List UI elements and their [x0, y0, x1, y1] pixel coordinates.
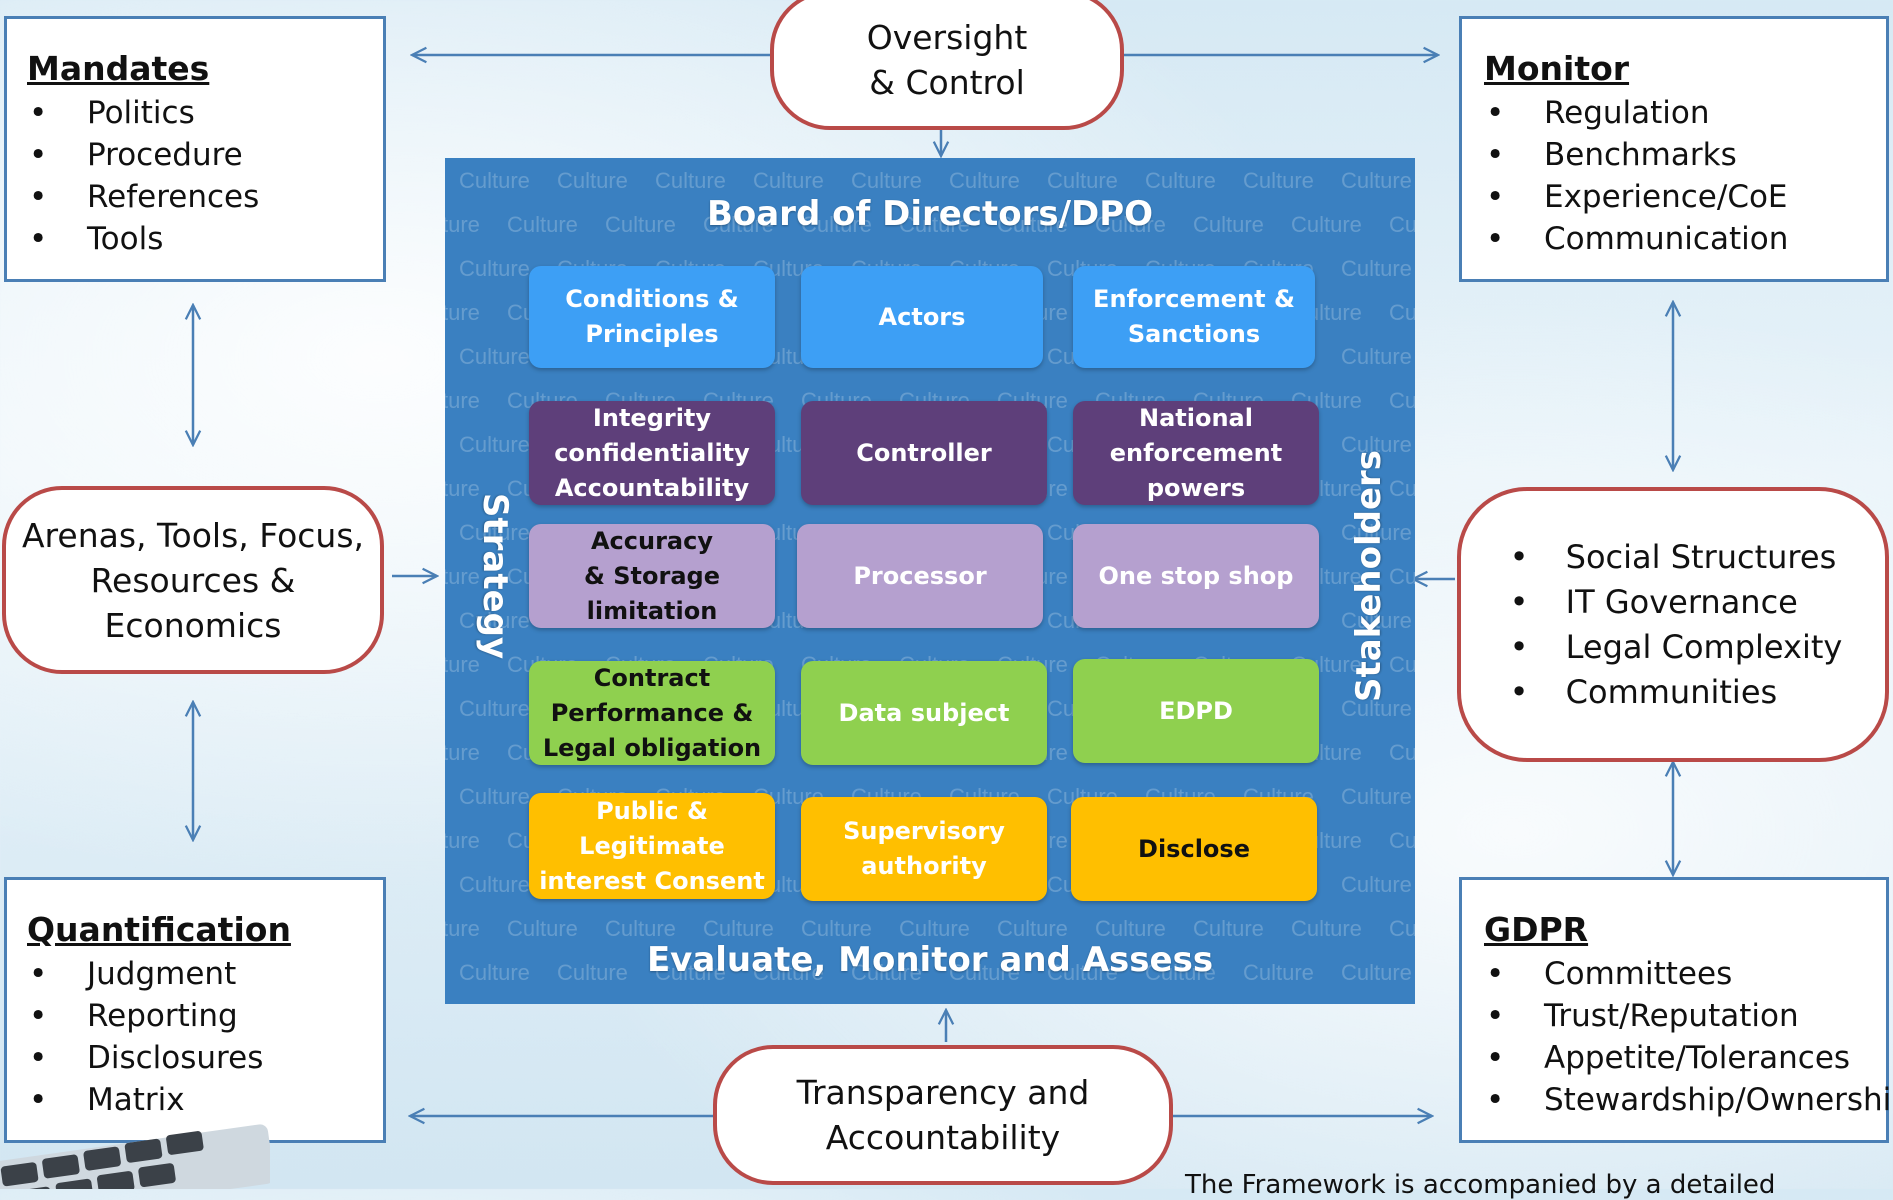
tile-supervisory-authority: Supervisory authority — [801, 797, 1047, 901]
list-item: Stewardship/Ownership — [1484, 1079, 1893, 1121]
gdpr-title: GDPR — [1484, 910, 1589, 949]
tile-national-enforcement: National enforcement powers — [1073, 401, 1319, 505]
oversight-line2: & Control — [869, 63, 1025, 102]
arenas-line3: Economics — [104, 605, 282, 645]
tile-controller: Controller — [801, 401, 1047, 505]
list-item: Procedure — [27, 134, 383, 176]
transparency-line2: Accountability — [825, 1118, 1061, 1157]
transparency-line1: Transparency and — [796, 1073, 1090, 1112]
list-item: Legal Complexity — [1504, 625, 1843, 670]
tile-integrity-confidentiality: Integrity confidentiality Accountability — [529, 401, 775, 505]
stakeholders-label: Stakeholders — [1349, 449, 1389, 703]
list-item: Matrix — [27, 1079, 383, 1121]
gdpr-box: GDPR Committees Trust/Reputation Appetit… — [1459, 877, 1893, 1143]
tile-enforcement-sanctions: Enforcement & Sanctions — [1073, 266, 1315, 368]
list-item: Experience/CoE — [1484, 176, 1886, 218]
list-item: References — [27, 176, 383, 218]
list-item: Trust/Reputation — [1484, 995, 1886, 1037]
list-item: Regulation — [1484, 92, 1886, 134]
list-item: Judgment — [27, 953, 383, 995]
list-item: Communication — [1484, 218, 1886, 260]
monitor-list: Regulation Benchmarks Experience/CoE Com… — [1484, 92, 1886, 260]
tile-disclose: Disclose — [1071, 797, 1317, 901]
tile-one-stop-shop: One stop shop — [1073, 524, 1319, 628]
monitor-box: Monitor Regulation Benchmarks Experience… — [1459, 16, 1889, 282]
list-item: Appetite/Tolerances — [1484, 1037, 1886, 1079]
culture-watermark-row: CultureCultureCultureCultureCultureCultu… — [445, 212, 1415, 237]
arenas-line2: Resources & — [90, 560, 296, 600]
list-item: Communities — [1504, 670, 1843, 715]
tile-edpd: EDPD — [1073, 659, 1319, 763]
board-of-directors-title: Board of Directors/DPO — [706, 194, 1154, 234]
oversight-line1: Oversight — [866, 18, 1028, 57]
quantification-list: Judgment Reporting Disclosures Matrix — [27, 953, 383, 1121]
quantification-box: Quantification Judgment Reporting Disclo… — [4, 877, 386, 1143]
list-item: Committees — [1484, 953, 1886, 995]
oversight-control-node: Oversight & Control — [770, 0, 1124, 130]
mandates-title: Mandates — [27, 49, 210, 88]
gdpr-list: Committees Trust/Reputation Appetite/Tol… — [1484, 953, 1893, 1121]
culture-watermark-row: CultureCultureCultureCultureCultureCultu… — [445, 916, 1415, 941]
list-item: Tools — [27, 218, 383, 260]
social-list: Social Structures IT Governance Legal Co… — [1504, 535, 1843, 715]
monitor-title: Monitor — [1484, 49, 1630, 88]
list-item: Social Structures — [1504, 535, 1843, 580]
tile-contract-performance: Contract Performance & Legal obligation — [529, 661, 775, 765]
list-item: Reporting — [27, 995, 383, 1037]
arenas-node: Arenas, Tools, Focus, Resources & Econom… — [2, 486, 384, 674]
arenas-line1: Arenas, Tools, Focus, — [21, 515, 365, 555]
framework-footnote: The Framework is accompanied by a detail… — [1185, 1170, 1776, 1200]
tile-data-subject: Data subject — [801, 661, 1047, 765]
keyboard-image — [0, 1124, 270, 1189]
list-item: Benchmarks — [1484, 134, 1886, 176]
strategy-label: Strategy — [475, 492, 515, 660]
tile-accuracy-storage: Accuracy & Storage limitation — [529, 524, 775, 628]
evaluate-monitor-assess-title: Evaluate, Monitor and Assess — [646, 940, 1214, 980]
social-structures-node: Social Structures IT Governance Legal Co… — [1457, 487, 1889, 762]
list-item: Politics — [27, 92, 383, 134]
tile-public-legitimate: Public & Legitimate interest Consent — [529, 793, 775, 899]
list-item: IT Governance — [1504, 580, 1843, 625]
mandates-box: Mandates Politics Procedure References T… — [4, 16, 386, 282]
tile-actors: Actors — [801, 266, 1043, 368]
tile-conditions-principles: Conditions & Principles — [529, 266, 775, 368]
list-item: Disclosures — [27, 1037, 383, 1079]
mandates-list: Politics Procedure References Tools — [27, 92, 383, 260]
transparency-accountability-node: Transparency and Accountability — [713, 1045, 1173, 1185]
tile-processor: Processor — [797, 524, 1043, 628]
quantification-title: Quantification — [27, 910, 291, 949]
